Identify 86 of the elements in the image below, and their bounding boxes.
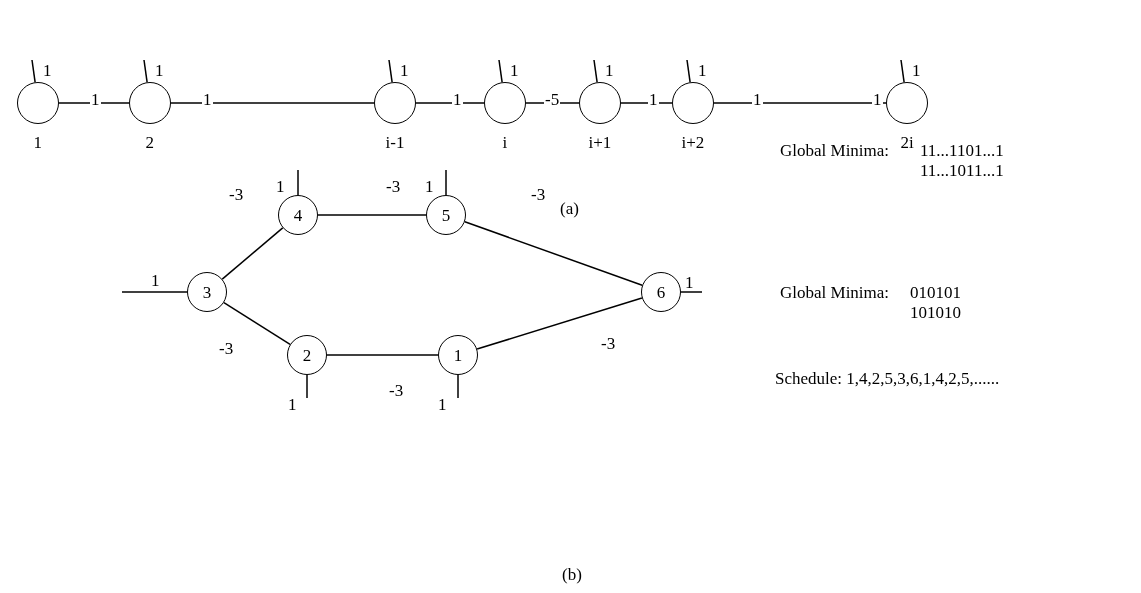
node-label: i+2 (681, 134, 705, 151)
stub-line (593, 59, 598, 83)
edge-weight: 1 (604, 62, 615, 79)
node-circle (579, 82, 621, 124)
edge-weight: 1 (287, 396, 298, 413)
edge-weight: 1 (752, 91, 763, 108)
edge-line (476, 297, 643, 350)
stub-line (388, 59, 393, 83)
node-label: 1 (33, 134, 42, 151)
node-number: 3 (202, 283, 212, 301)
node-number: 5 (441, 206, 451, 224)
stub-line (686, 59, 691, 83)
node-circle (374, 82, 416, 124)
stub-line (121, 291, 188, 293)
edge-weight: -3 (228, 186, 245, 203)
node-number: 1 (453, 346, 463, 364)
node-circle (287, 335, 327, 375)
edge-line (415, 102, 485, 104)
note-text: 101010 (910, 304, 961, 321)
note-text: 11...1011...1 (920, 162, 1004, 179)
edge-line (525, 102, 580, 104)
note-text: Global Minima: (780, 142, 890, 159)
edge-weight: 1 (452, 91, 463, 108)
edge-weight: -3 (600, 335, 617, 352)
edge-weight: 1 (684, 274, 695, 291)
edge-weight: -3 (530, 186, 547, 203)
edge-weight: -5 (544, 91, 561, 108)
node-label: 2i (900, 134, 914, 151)
edge-weight: 1 (424, 178, 435, 195)
edge-weight: 1 (399, 62, 410, 79)
node-circle (187, 272, 227, 312)
edge-weight: 1 (911, 62, 922, 79)
node-number: 6 (656, 283, 666, 301)
note-text: 010101 (910, 284, 961, 301)
note-text: Schedule: 1,4,2,5,3,6,1,4,2,5,...... (775, 370, 1000, 387)
node-circle (129, 82, 171, 124)
node-label: i-1 (385, 134, 405, 151)
edge-line (221, 227, 284, 280)
stub-line (31, 59, 36, 83)
panel-label: (a) (560, 200, 579, 217)
panel-label: (b) (562, 566, 582, 583)
edge-weight: -3 (388, 382, 405, 399)
node-circle (17, 82, 59, 124)
edge-line (620, 102, 673, 104)
edge-weight: 1 (154, 62, 165, 79)
edge-weight: 1 (872, 91, 883, 108)
edge-line (223, 301, 291, 346)
edge-weight: 1 (697, 62, 708, 79)
edge-line (170, 102, 375, 104)
stub-line (143, 59, 148, 83)
edge-weight: 1 (42, 62, 53, 79)
node-circle (672, 82, 714, 124)
note-text: 11...1101...1 (920, 142, 1004, 159)
edge-line (58, 102, 130, 104)
edge-weight: 1 (648, 91, 659, 108)
node-circle (278, 195, 318, 235)
edge-weight: 1 (275, 178, 286, 195)
edge-line (317, 214, 427, 216)
edge-line (326, 354, 439, 356)
node-label: i (502, 134, 508, 151)
edge-weight: 1 (202, 91, 213, 108)
node-circle (438, 335, 478, 375)
edge-weight: 1 (437, 396, 448, 413)
stub-line (297, 169, 299, 196)
edge-weight: -3 (218, 340, 235, 357)
stub-line (306, 374, 308, 399)
edge-weight: -3 (385, 178, 402, 195)
stub-line (900, 59, 905, 83)
edge-weight: 1 (90, 91, 101, 108)
edge-line (713, 102, 887, 104)
node-label: 2 (145, 134, 154, 151)
stub-line (445, 169, 447, 196)
node-circle (426, 195, 466, 235)
edge-line (464, 221, 643, 286)
stub-line (457, 374, 459, 399)
note-text: Global Minima: (780, 284, 890, 301)
node-number: 4 (293, 206, 303, 224)
stub-line (498, 59, 503, 83)
node-circle (886, 82, 928, 124)
stub-line (680, 291, 703, 293)
edge-weight: 1 (150, 272, 161, 289)
node-circle (484, 82, 526, 124)
node-circle (641, 272, 681, 312)
edge-weight: 1 (509, 62, 520, 79)
node-label: i+1 (588, 134, 612, 151)
node-number: 2 (302, 346, 312, 364)
